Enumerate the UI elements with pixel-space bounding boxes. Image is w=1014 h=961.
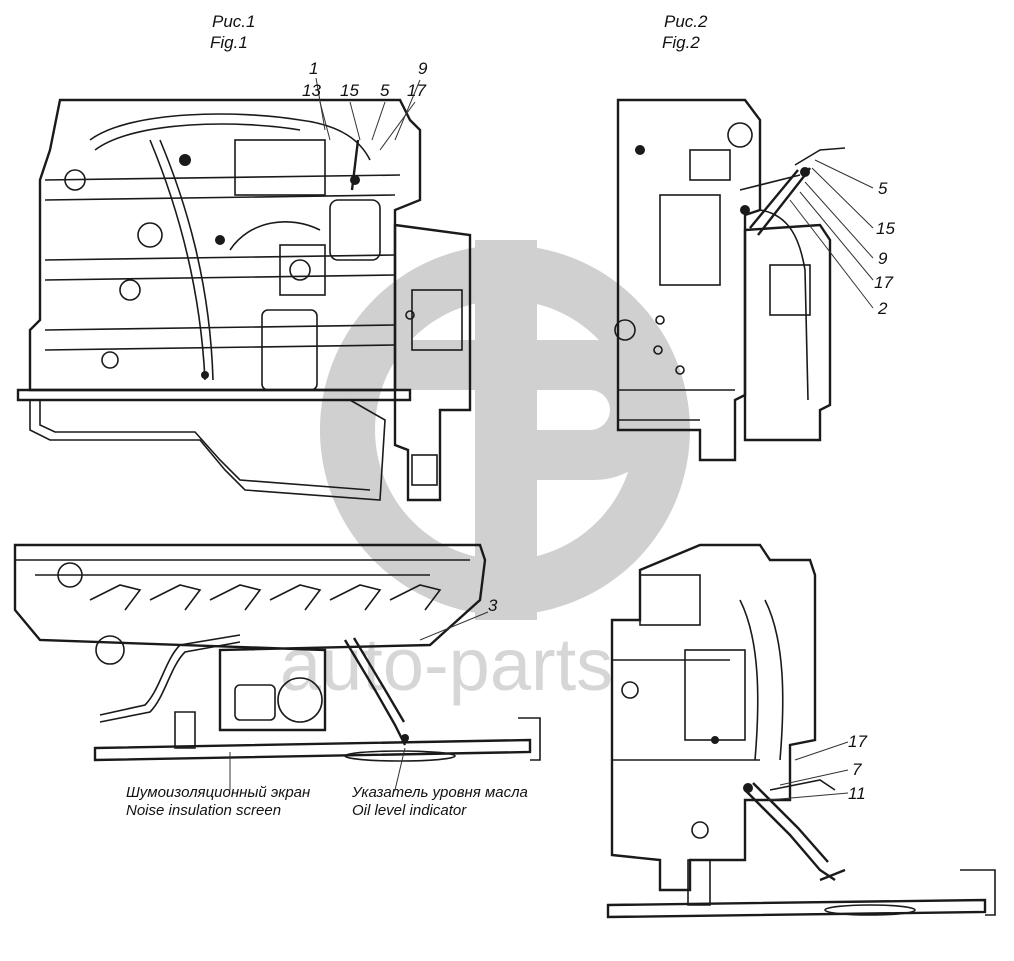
callout-label: 5	[878, 179, 888, 198]
fig2-title-en: Fig.2	[662, 33, 700, 52]
callout-label: 17	[874, 273, 893, 292]
callout-label: 15	[340, 81, 359, 100]
fig2-engine-front-view	[606, 543, 996, 919]
fig1-title-en: Fig.1	[210, 33, 248, 52]
noise-screen-caption-en: Noise insulation screen	[126, 802, 282, 819]
fig1-engine-side-view	[16, 77, 472, 502]
noise-screen-caption-ru: Шумоизоляционный экран	[126, 784, 311, 801]
callout-label: 13	[302, 81, 321, 100]
callout-label: 5	[380, 81, 390, 100]
callout-label: 9	[878, 249, 888, 268]
callout-label: 11	[848, 784, 866, 803]
fig2-engine-rear-view	[614, 98, 874, 462]
callout-label: 17	[407, 81, 426, 100]
fig1-title-ru: Рис.1	[212, 12, 256, 31]
callout-label: 9	[418, 59, 428, 78]
callout-label: 1	[309, 59, 319, 78]
watermark-text: auto-parts	[280, 623, 613, 706]
watermark-logo: auto-parts	[280, 240, 690, 706]
callout-label: 3	[488, 596, 498, 615]
callout-label: 17	[848, 732, 867, 751]
callout-label: 2	[878, 299, 888, 318]
oil-indicator-caption-en: Oil level indicator	[352, 802, 467, 819]
callout-label: 15	[876, 219, 895, 238]
fig1-engine-top-view	[13, 543, 541, 791]
oil-indicator-caption-ru: Указатель уровня масла	[352, 784, 528, 801]
callout-label: 7	[852, 760, 862, 779]
fig2-title-ru: Рис.2	[664, 12, 708, 31]
